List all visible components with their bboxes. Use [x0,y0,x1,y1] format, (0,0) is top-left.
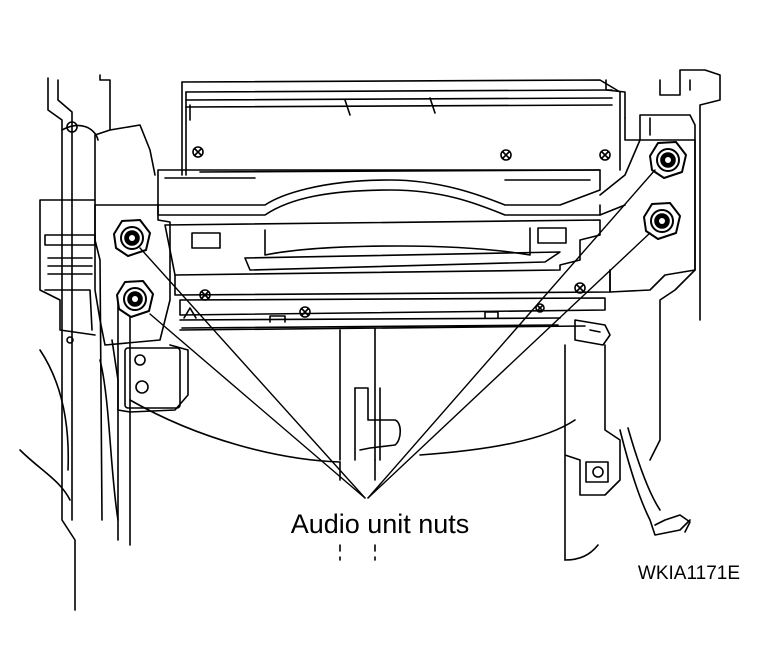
leader-line-lower-left [150,314,365,498]
phillips-screw-icon [575,283,585,293]
phillips-screw-icon [600,150,610,160]
audio-unit-nut-lower-left [117,281,153,317]
leader-line-upper-right [368,170,655,498]
callout-leader-lines [140,170,655,498]
hex-nut-icon [117,281,153,317]
leader-line-upper-left [140,248,365,498]
audio-unit-upper-housing [182,80,620,175]
center-console-frame [130,328,575,560]
right-dash-bracket [565,70,720,560]
callout-label-audio-unit-nuts: Audio unit nuts [290,509,470,539]
right-mounting-bracket [600,140,695,292]
left-mounting-bracket [95,205,188,412]
phillips-screw-icon [536,304,544,312]
phillips-screw-icon [300,307,310,317]
figure-id: WKIA1171E [637,563,740,584]
hex-nut-icon [650,142,686,178]
phillips-screw-icon [193,147,203,157]
audio-unit-nut-lower-right [644,203,680,239]
phillips-screw-icon [200,290,210,300]
audio-unit-nut-upper-left [114,220,150,256]
phillips-screw-icon [501,150,511,160]
housing-screws [193,147,610,317]
hex-nut-icon [114,220,150,256]
hex-nut-icon [644,203,680,239]
left-dash-bracket [20,75,155,610]
leader-line-lower-right [368,233,650,498]
audio-unit-nut-upper-right [650,142,686,178]
